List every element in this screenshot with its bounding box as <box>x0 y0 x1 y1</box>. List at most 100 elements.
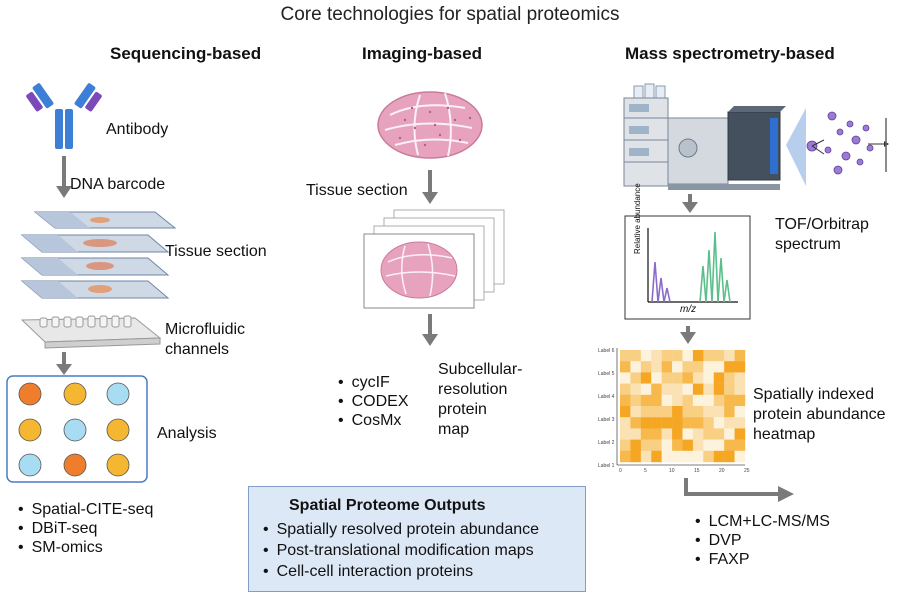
heatmap-cell <box>682 417 694 429</box>
heatmap-cell <box>640 406 652 418</box>
heatmap-cell <box>713 406 725 418</box>
heatmap-cell <box>661 417 673 429</box>
heatmap-cell <box>692 361 704 373</box>
heatmap-cell <box>630 439 642 451</box>
heatmap-cell <box>692 383 704 395</box>
imaging-methods-list: cycIF CODEX CosMx <box>338 373 409 430</box>
microfluidic-label-line1: Microfluidic <box>165 321 246 338</box>
heatmap-cell <box>640 361 652 373</box>
heatmap-cell <box>703 361 714 373</box>
heatmap-cell <box>682 372 694 384</box>
heatmap-cell <box>692 372 704 384</box>
heatmap-cell <box>734 439 746 451</box>
map-label-line4: map <box>438 421 470 438</box>
antibody-label: Antibody <box>106 121 169 138</box>
heatmap-cell <box>713 372 725 384</box>
heatmap-cell <box>620 361 631 373</box>
heatmap-cell <box>724 361 735 373</box>
outputs-box: Spatial Proteome Outputs Spatially resol… <box>248 486 586 592</box>
heatmap-cell <box>661 394 673 407</box>
outputs-title: Spatial Proteome Outputs <box>289 497 486 514</box>
analysis-dot <box>106 453 130 477</box>
purple-peaks <box>651 261 671 303</box>
analysis-dot <box>18 418 42 442</box>
heatmap-cell <box>734 450 746 463</box>
imaging-header: Imaging-based <box>362 44 482 63</box>
analysis-dot <box>63 418 87 442</box>
heatmap-cell <box>630 383 642 395</box>
mass-spectrometer-icon <box>623 83 786 190</box>
spectrum-label-line1: TOF/Orbitrap <box>775 216 869 233</box>
heatmap-cell <box>620 439 631 451</box>
heatmap-cell <box>620 406 631 418</box>
heatmap-cell <box>682 406 694 418</box>
heatmap-cell <box>682 361 694 373</box>
heatmap-cell <box>630 372 642 384</box>
list-item: DBiT-seq <box>18 519 153 538</box>
heatmap-x-tick: 15 <box>694 468 700 474</box>
heatmap-cell <box>724 406 735 418</box>
list-item: FAXP <box>695 550 830 569</box>
analysis-dot <box>106 418 130 442</box>
heatmap-cell <box>672 383 683 395</box>
heatmap-row-label: Label 2 <box>598 440 615 446</box>
figure-title: Core technologies for spatial proteomics <box>280 4 620 25</box>
heatmap-label-line1: Spatially indexed <box>753 386 874 403</box>
heatmap-cell <box>713 383 725 395</box>
heatmap-x-tick: 10 <box>669 468 675 474</box>
sequencing-header: Sequencing-based <box>110 44 262 63</box>
spectrum-y-label: Relative abundance <box>633 183 642 254</box>
heatmap-cell <box>651 439 662 451</box>
heatmap-label-line2: protein abundance <box>753 406 886 423</box>
heatmap-cell <box>630 394 642 407</box>
heatmap-cell <box>620 372 631 384</box>
heatmap-cell <box>703 439 714 451</box>
list-item: Cell-cell interaction proteins <box>263 561 539 582</box>
heatmap-cell <box>661 350 673 362</box>
heatmap-cell <box>672 450 683 463</box>
map-label-line2: resolution <box>438 381 508 398</box>
heatmap-cell <box>651 406 662 418</box>
heatmap-cell <box>620 417 631 429</box>
heatmap-cell <box>703 406 714 418</box>
dna-barcode-label: DNA barcode <box>70 176 166 193</box>
heatmap-cell <box>651 428 662 440</box>
outputs-list: Spatially resolved protein abundance Pos… <box>263 519 539 582</box>
heatmap-cell <box>692 394 704 407</box>
heatmap-cell <box>651 383 662 395</box>
heatmap-cell <box>692 450 704 463</box>
heatmap-row-label: Label 3 <box>598 417 615 423</box>
heatmap-cell <box>640 450 652 463</box>
heatmap-cell <box>703 383 714 395</box>
heatmap-cell <box>682 439 694 451</box>
heatmap-cell <box>682 394 694 407</box>
heatmap-cell <box>651 372 662 384</box>
heatmap-cell <box>620 428 631 440</box>
heatmap-cell <box>724 439 735 451</box>
heatmap-cell <box>734 394 746 407</box>
heatmap-cell <box>713 417 725 429</box>
list-item: CosMx <box>338 411 409 430</box>
heatmap-cell <box>640 439 652 451</box>
heatmap-cell <box>672 372 683 384</box>
spectrum-label: TOF/Orbitrap spectrum <box>775 215 869 255</box>
heatmap-cell <box>661 439 673 451</box>
analysis-dot <box>106 382 130 406</box>
ions-icon <box>806 111 874 175</box>
heatmap-cell <box>620 394 631 407</box>
heatmap-cell <box>734 372 746 384</box>
heatmap-cell <box>672 439 683 451</box>
list-item: cycIF <box>338 373 409 392</box>
heatmap-cell <box>713 350 725 362</box>
heatmap-cell <box>640 372 652 384</box>
heatmap-x-tick: 20 <box>719 468 725 474</box>
heatmap-cell <box>734 350 746 362</box>
heatmap-row-label: Label 6 <box>598 348 615 354</box>
heatmap-label-line3: heatmap <box>753 426 816 443</box>
heatmap-cell <box>724 383 735 395</box>
heatmap-cell <box>703 394 714 407</box>
antibody-icon <box>26 83 102 149</box>
heatmap-cell <box>672 428 683 440</box>
